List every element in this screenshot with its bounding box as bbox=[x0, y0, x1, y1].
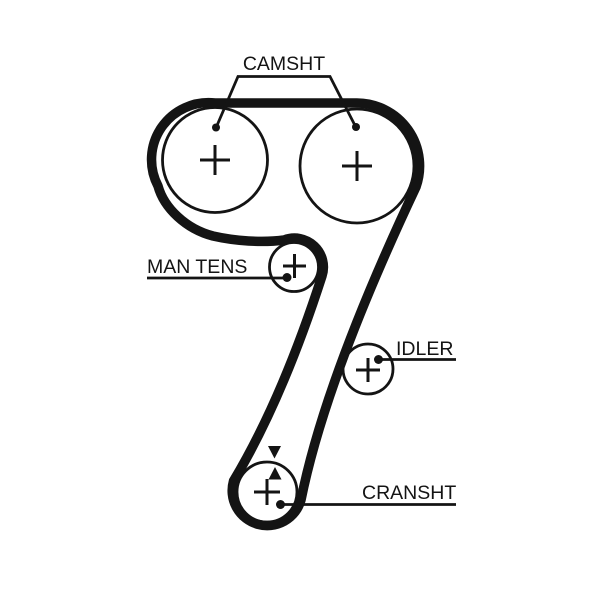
alignment-mark-up-triangle bbox=[268, 467, 282, 480]
idler-leader-dot bbox=[374, 355, 383, 364]
crankshaft-leader-dot bbox=[276, 500, 285, 509]
tensioner-leader-dot bbox=[282, 273, 292, 282]
idler-label: IDLER bbox=[396, 338, 453, 360]
camshaft-left-center-cross bbox=[200, 145, 230, 175]
timing-belt bbox=[146, 97, 425, 531]
alignment-mark-down-triangle bbox=[268, 446, 281, 459]
idler-center-cross bbox=[356, 358, 380, 382]
crankshaft-label: CRANSHT bbox=[362, 482, 456, 504]
camshaft-left-leader-dot bbox=[212, 123, 220, 132]
camshaft-label: CAMSHT bbox=[243, 53, 325, 75]
tensioner-label: MAN TENS bbox=[147, 256, 247, 278]
camshaft-leader-line bbox=[215, 75, 357, 127]
camshaft-pulley-right bbox=[298, 107, 416, 225]
crankshaft-center-cross bbox=[254, 479, 280, 505]
tensioner-center-cross bbox=[283, 254, 306, 278]
camshaft-right-center-cross bbox=[342, 151, 372, 181]
camshaft-right-leader-dot bbox=[352, 123, 360, 131]
